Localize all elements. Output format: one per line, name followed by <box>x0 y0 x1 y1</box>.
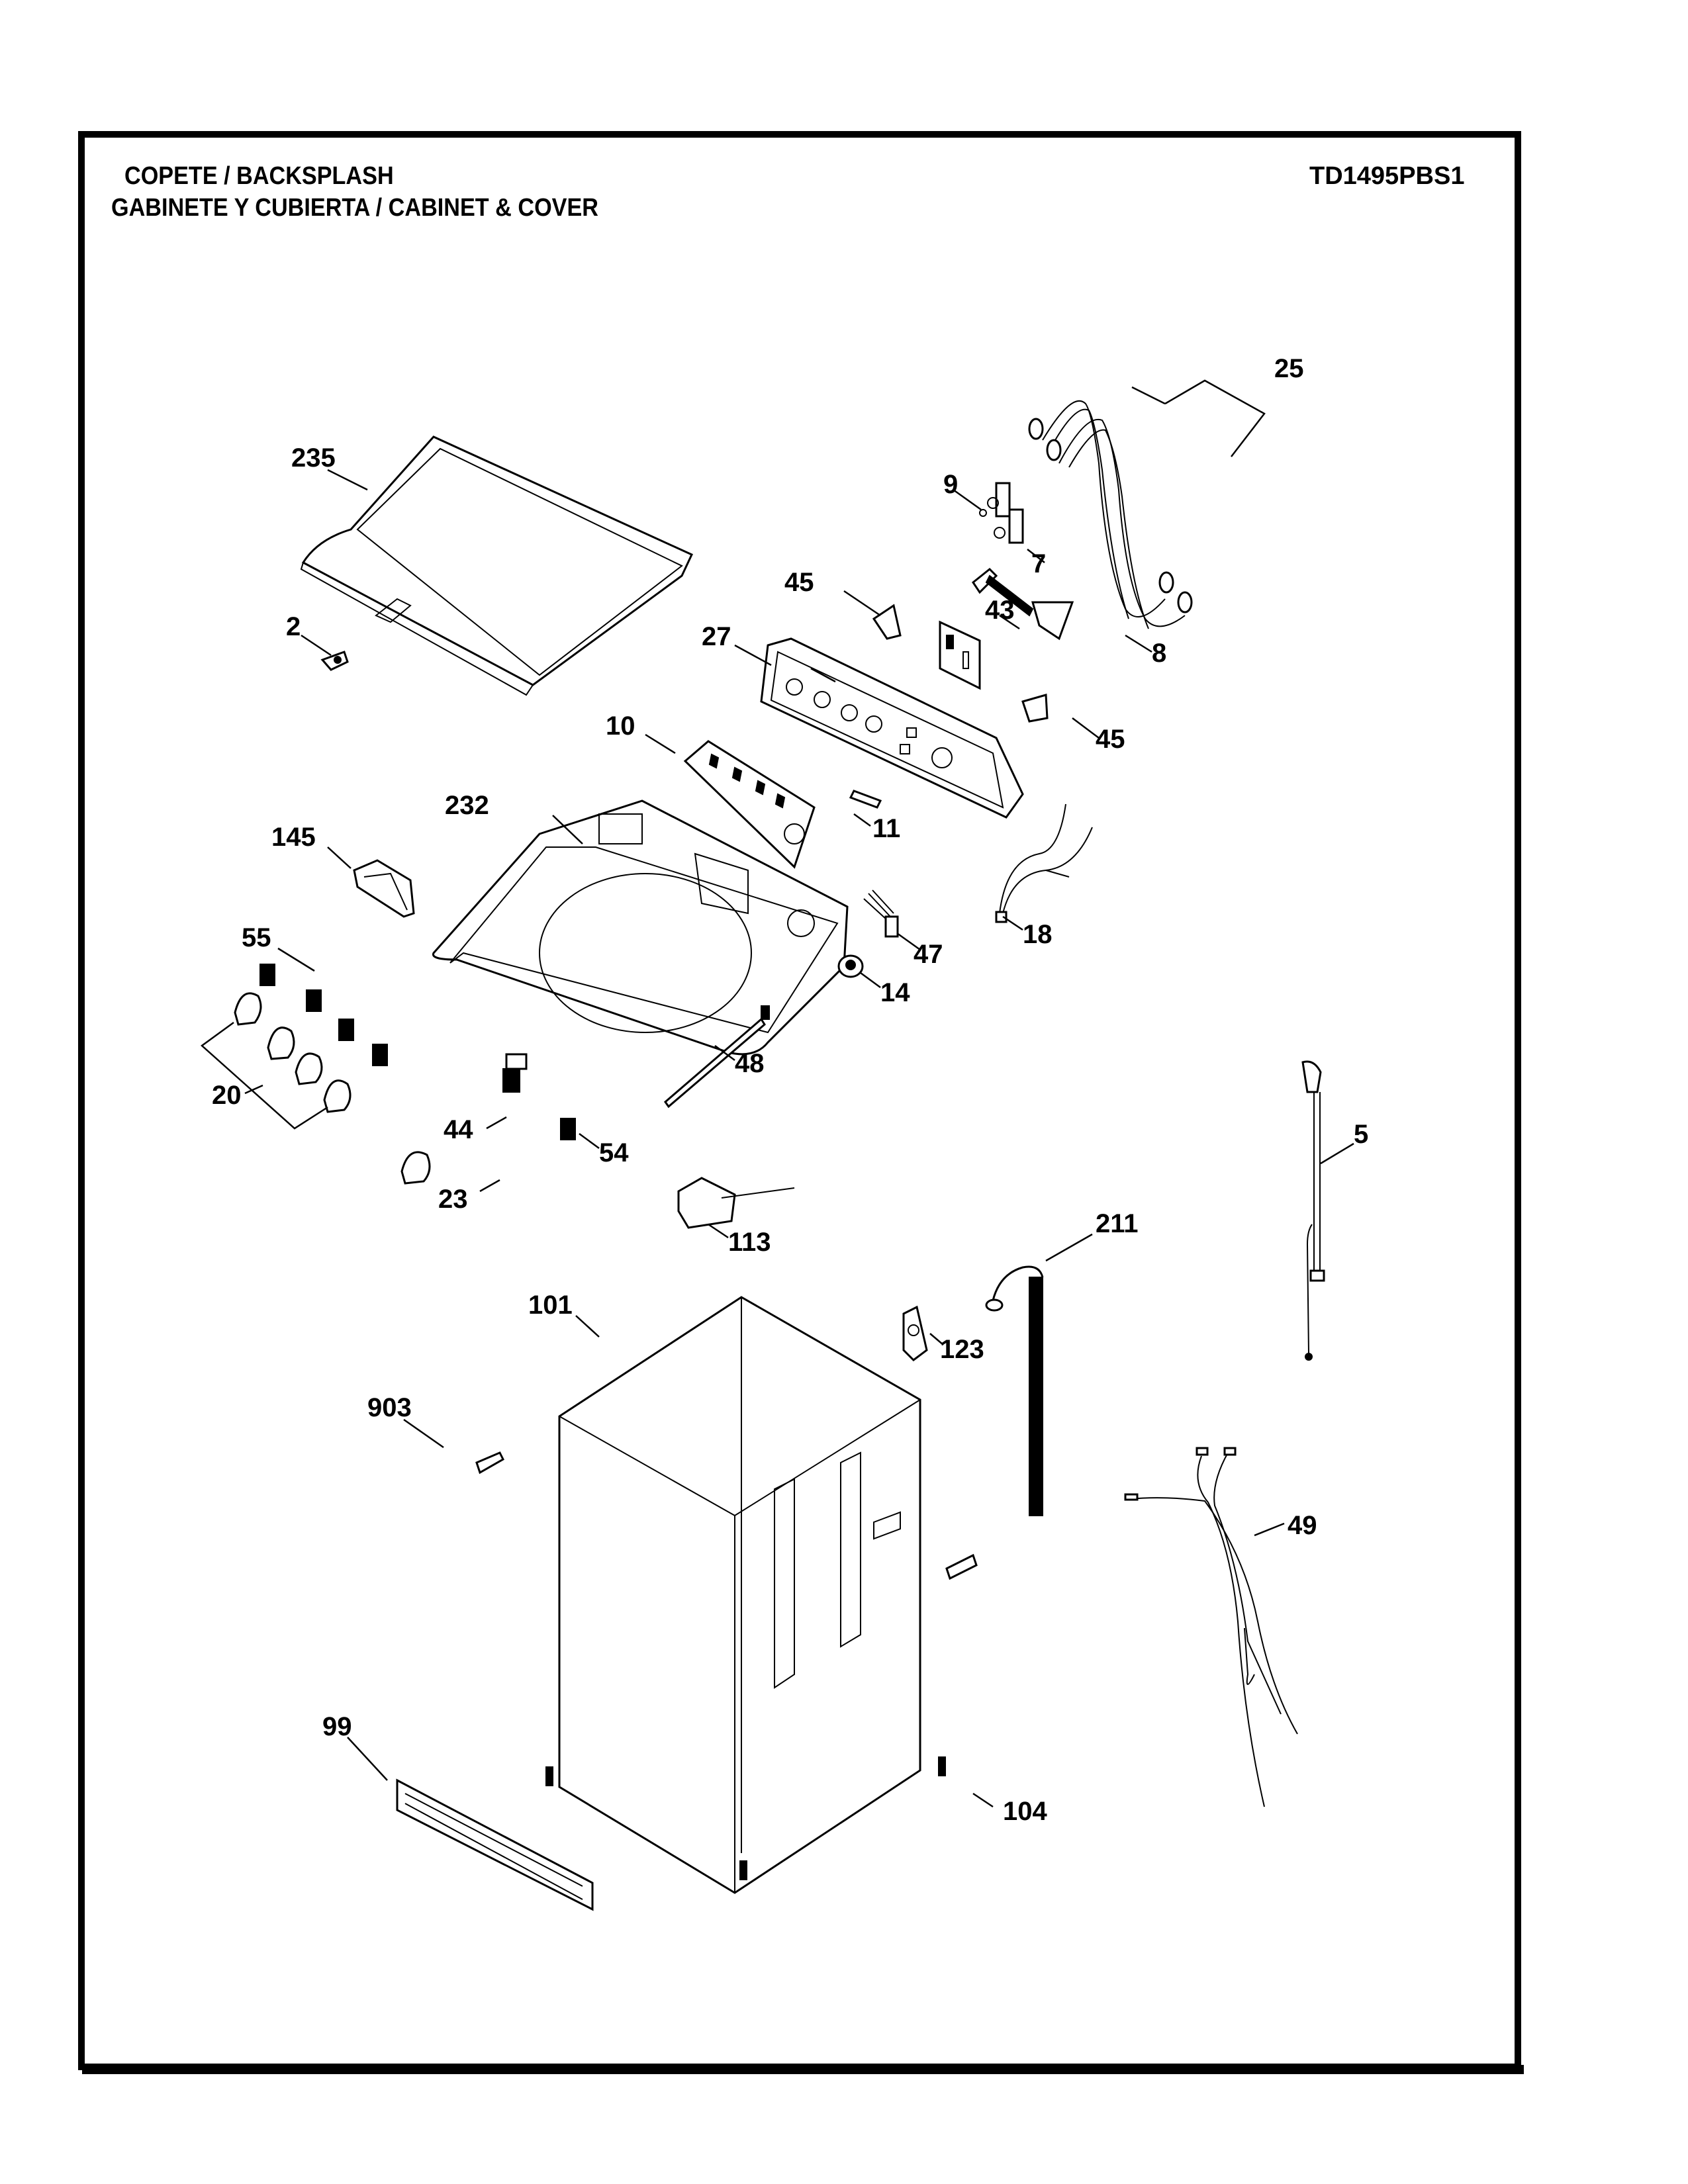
callout-55[interactable]: 55 <box>242 923 271 952</box>
callout-49[interactable]: 49 <box>1288 1511 1317 1540</box>
callout-45-left[interactable]: 45 <box>784 568 814 597</box>
callout-123[interactable]: 123 <box>940 1335 984 1364</box>
part-control-board[interactable] <box>939 620 981 690</box>
callout-235[interactable]: 235 <box>291 443 336 473</box>
part-display-lens[interactable] <box>849 790 882 809</box>
leader-lines <box>201 379 1354 1808</box>
callout-43[interactable]: 43 <box>985 596 1015 625</box>
callout-18[interactable]: 18 <box>1023 920 1053 949</box>
callout-20[interactable]: 20 <box>212 1081 242 1110</box>
part-hose-holder[interactable] <box>902 1305 928 1361</box>
callout-48[interactable]: 48 <box>735 1049 765 1078</box>
callout-8[interactable]: 8 <box>1152 639 1166 668</box>
part-drain-hose[interactable] <box>985 1265 1044 1516</box>
part-top-panel[interactable] <box>432 799 849 1056</box>
callout-5[interactable]: 5 <box>1354 1120 1368 1149</box>
part-timer-knob[interactable] <box>400 1151 431 1185</box>
callout-10[interactable]: 10 <box>606 711 635 741</box>
part-front-trim-strip[interactable] <box>396 1778 594 1911</box>
part-lid-lock[interactable] <box>677 1177 795 1229</box>
callout-44[interactable]: 44 <box>444 1115 473 1144</box>
part-cabinet[interactable] <box>558 1296 921 1894</box>
part-control-knobs[interactable] <box>234 992 352 1113</box>
part-pressure-switch[interactable] <box>837 954 864 978</box>
part-handle-plug-right[interactable] <box>945 1553 978 1580</box>
callout-232[interactable]: 232 <box>445 791 489 820</box>
section-title-cabinet-cover: GABINETE Y CUBIERTA / CABINET & COVER <box>111 194 599 222</box>
part-switch-board[interactable] <box>683 740 816 869</box>
part-softener-dispenser[interactable] <box>353 859 415 918</box>
model-number: TD1495PBS1 <box>1309 162 1465 190</box>
callout-14[interactable]: 14 <box>880 978 910 1007</box>
part-pressure-tube[interactable] <box>663 1005 770 1109</box>
callout-211[interactable]: 211 <box>1096 1209 1139 1238</box>
callout-113[interactable]: 113 <box>728 1228 771 1257</box>
part-backsplash-panel[interactable] <box>760 637 1024 819</box>
callout-145[interactable]: 145 <box>271 823 316 852</box>
callout-27[interactable]: 27 <box>702 622 731 651</box>
part-valve-seal-ring[interactable] <box>979 509 987 517</box>
callout-101[interactable]: 101 <box>528 1291 573 1320</box>
part-inlet-valve[interactable] <box>987 482 1024 544</box>
callout-104[interactable]: 104 <box>1003 1797 1047 1826</box>
part-backsplash-bracket-left[interactable] <box>872 604 902 640</box>
callout-23[interactable]: 23 <box>438 1185 468 1214</box>
callout-45-right[interactable]: 45 <box>1096 725 1125 754</box>
part-rotary-switches[interactable] <box>259 964 576 1140</box>
callout-7[interactable]: 7 <box>1031 549 1046 578</box>
part-handle-plug[interactable] <box>475 1451 504 1475</box>
part-top-lid[interactable] <box>300 435 694 696</box>
part-leveling-legs[interactable] <box>545 1756 946 1880</box>
part-power-cord[interactable] <box>1301 1060 1325 1361</box>
callout-25[interactable]: 25 <box>1274 354 1304 383</box>
part-main-wire-harness[interactable] <box>1124 1447 1298 1807</box>
part-lid-actuator[interactable] <box>320 651 349 671</box>
callout-labels: 235 2 9 7 25 45 43 8 27 45 10 11 232 145… <box>212 354 1368 1826</box>
callout-903[interactable]: 903 <box>367 1393 412 1422</box>
callout-9[interactable]: 9 <box>943 470 958 499</box>
callout-54[interactable]: 54 <box>599 1138 629 1167</box>
part-backsplash-bracket-right[interactable] <box>1021 694 1049 723</box>
part-push-button-switch[interactable] <box>502 1053 528 1093</box>
part-wire-harness-18[interactable] <box>995 803 1093 923</box>
part-connector-harness[interactable] <box>863 889 899 938</box>
diagram-border-shadow <box>82 2065 1524 2074</box>
section-title-backsplash: COPETE / BACKSPLASH <box>124 162 394 190</box>
callout-99[interactable]: 99 <box>322 1712 352 1741</box>
callout-47[interactable]: 47 <box>914 940 943 969</box>
part-inlet-hoses[interactable] <box>1028 400 1193 629</box>
callout-11[interactable]: 11 <box>872 814 900 843</box>
callout-2[interactable]: 2 <box>286 612 301 641</box>
part-fill-hose-nozzle[interactable] <box>971 567 1074 641</box>
